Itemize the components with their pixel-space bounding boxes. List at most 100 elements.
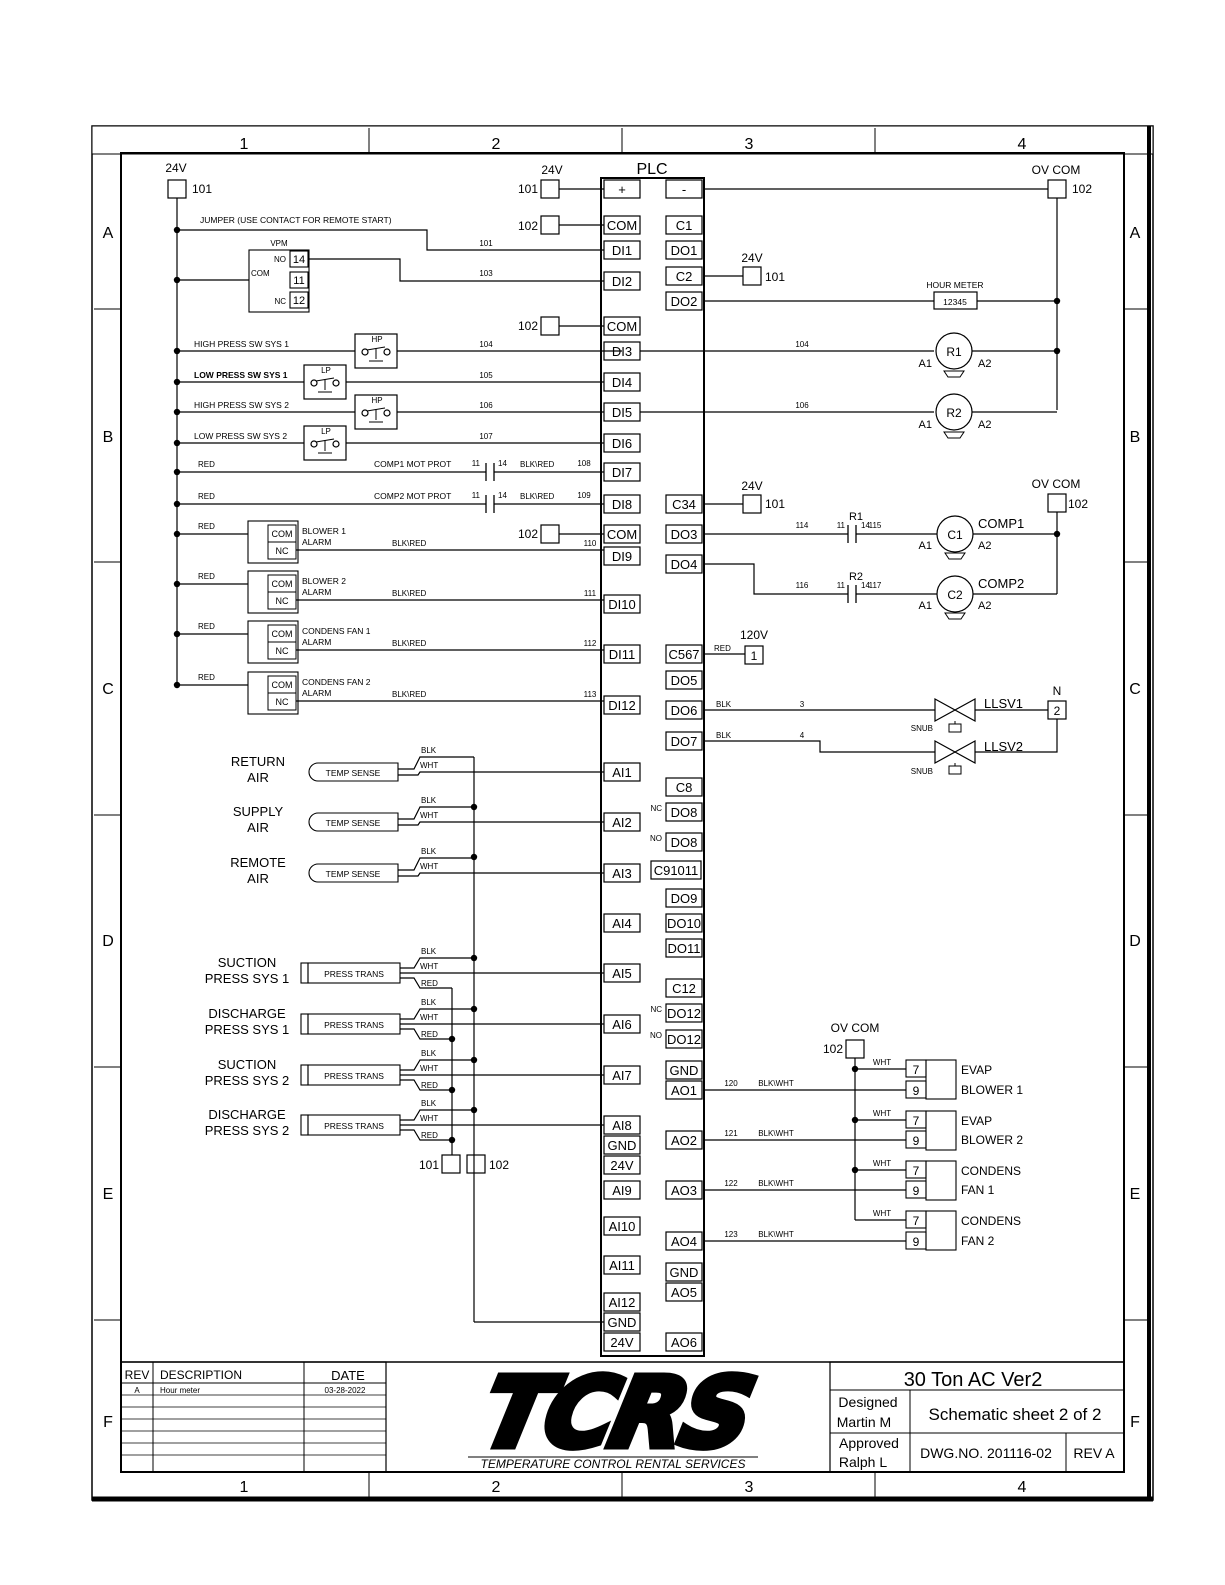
- wire-color: WHT: [420, 1064, 438, 1073]
- vpm-label: VPM: [270, 239, 288, 248]
- plc-terminal-label: COM: [607, 218, 637, 233]
- wire-number: 105: [479, 371, 493, 380]
- alarm-name: CONDENS FAN 1: [302, 626, 371, 636]
- ec-motor-block: [925, 1110, 957, 1151]
- junction-dot: [448, 1086, 456, 1094]
- terminal-102: [466, 1154, 486, 1174]
- row-label-right: E: [1130, 1186, 1141, 1203]
- label-24v: 24V: [741, 251, 762, 265]
- comp1-prot-label: COMP1 MOT PROT: [374, 459, 451, 469]
- alarm-block: [247, 570, 299, 614]
- wire-number: 112: [584, 639, 597, 648]
- plc-terminal-label: GND: [670, 1265, 699, 1280]
- temp-sense-label: TEMP SENSE: [326, 869, 381, 879]
- plc-terminal-label: GND: [608, 1138, 637, 1153]
- label-120v: 120V: [740, 628, 768, 642]
- no-nc-label: NC: [650, 1005, 662, 1014]
- plc-terminal-right: [665, 888, 703, 908]
- plc-terminal-label: DI5: [612, 405, 632, 420]
- plc-terminal-label: C1: [676, 218, 693, 233]
- wire-number: 108: [577, 459, 591, 468]
- wire-color: BLK: [421, 796, 437, 805]
- junction-dot: [1053, 297, 1061, 305]
- plc-terminal-label: AO4: [671, 1234, 697, 1249]
- row-label-right: C: [1129, 681, 1141, 698]
- wire-number: 104: [795, 340, 809, 349]
- plc-terminal-label: 24V: [610, 1335, 633, 1350]
- press-trans-label: PRESS TRANS: [324, 1020, 384, 1030]
- wire-color: RED: [198, 492, 215, 501]
- wire: [400, 1008, 474, 1020]
- ec-motor-block: [925, 1059, 957, 1100]
- label-ov-com: OV COM: [1032, 163, 1081, 177]
- label-ov-com: OV COM: [1032, 477, 1081, 491]
- row-label-left: D: [102, 933, 114, 950]
- terminal-7-label: 7: [913, 1063, 920, 1077]
- wire: [398, 857, 474, 871]
- circle: [383, 409, 391, 417]
- alarm-com: COM: [272, 680, 293, 690]
- sensor-name: AIR: [247, 871, 269, 886]
- vpm-nc: NC: [274, 297, 286, 306]
- plc-terminal-right: [650, 860, 702, 880]
- plc-terminal-label: AO3: [671, 1183, 697, 1198]
- plc-terminal-label: 24V: [610, 1158, 633, 1173]
- plc-terminal-label: DO4: [671, 557, 698, 572]
- terminal-102: [540, 524, 560, 544]
- llsv1-label: LLSV1: [984, 696, 1023, 711]
- sensor-name: RETURN: [231, 754, 285, 769]
- terminal-9-label: 9: [913, 1134, 920, 1148]
- plc-terminal-label: C91011: [654, 863, 699, 878]
- alarm-com: COM: [272, 579, 293, 589]
- label-ov-com: OV COM: [831, 1021, 880, 1035]
- circle: [332, 379, 340, 387]
- terminal-101: [742, 494, 762, 514]
- plc-terminal-label: DI10: [608, 597, 635, 612]
- pin-14: 14: [861, 581, 870, 590]
- wire-color: BLK: [716, 731, 732, 740]
- terminal-7-label: 7: [913, 1114, 920, 1128]
- plc-terminal-left: [603, 594, 641, 614]
- wire-color: WHT: [420, 811, 438, 820]
- plc-terminal-right: [665, 524, 703, 544]
- plc-terminal-right: [665, 494, 703, 514]
- plc-terminal-label: AO2: [671, 1133, 697, 1148]
- plc-terminal-label: DO3: [671, 527, 698, 542]
- press-trans-cap: [300, 962, 309, 984]
- junction-dot: [448, 1136, 456, 1144]
- plc-terminal-right: [665, 913, 703, 933]
- coil-a2: A2: [978, 540, 991, 552]
- press-trans-label: PRESS TRANS: [324, 1071, 384, 1081]
- plc-terminal-label: C12: [672, 981, 696, 996]
- vpm-terminal: [289, 250, 309, 268]
- vpm-no: NO: [274, 255, 286, 264]
- ec-motor-block: [925, 1160, 957, 1201]
- row-label-left: A: [103, 225, 114, 242]
- alarm-nc: NC: [276, 546, 289, 556]
- tcrs-logo: TCRS: [473, 1357, 760, 1469]
- terminal-101: [540, 179, 560, 199]
- wire: [398, 756, 474, 770]
- rev-date: 03-28-2022: [325, 1386, 366, 1395]
- plc-terminal-label: GND: [670, 1063, 699, 1078]
- wire-color: WHT: [873, 1058, 891, 1067]
- ec-motor-block: [925, 1210, 957, 1251]
- wire-number: 104: [479, 340, 493, 349]
- plc-terminal-label: AI3: [612, 866, 632, 881]
- terminal-102: [540, 316, 560, 336]
- revision-table: [120, 1361, 387, 1473]
- column-label-bottom: 1: [240, 1479, 249, 1496]
- wire-color: BLK: [421, 998, 437, 1007]
- plc-terminal-right: [665, 291, 703, 311]
- wire-color: RED: [421, 979, 438, 988]
- wire-number: 109: [577, 491, 591, 500]
- plc-terminal-label: DI1: [612, 243, 632, 258]
- label-102: 102: [489, 1158, 509, 1172]
- pin-14: 14: [861, 521, 870, 530]
- terminal-101: [742, 266, 762, 286]
- wire-color: BLK: [421, 1099, 437, 1108]
- press-trans-cap: [300, 1013, 309, 1035]
- plc-terminal-right: [665, 179, 703, 199]
- terminal-101: [441, 1154, 461, 1174]
- alarm-block: [247, 520, 299, 564]
